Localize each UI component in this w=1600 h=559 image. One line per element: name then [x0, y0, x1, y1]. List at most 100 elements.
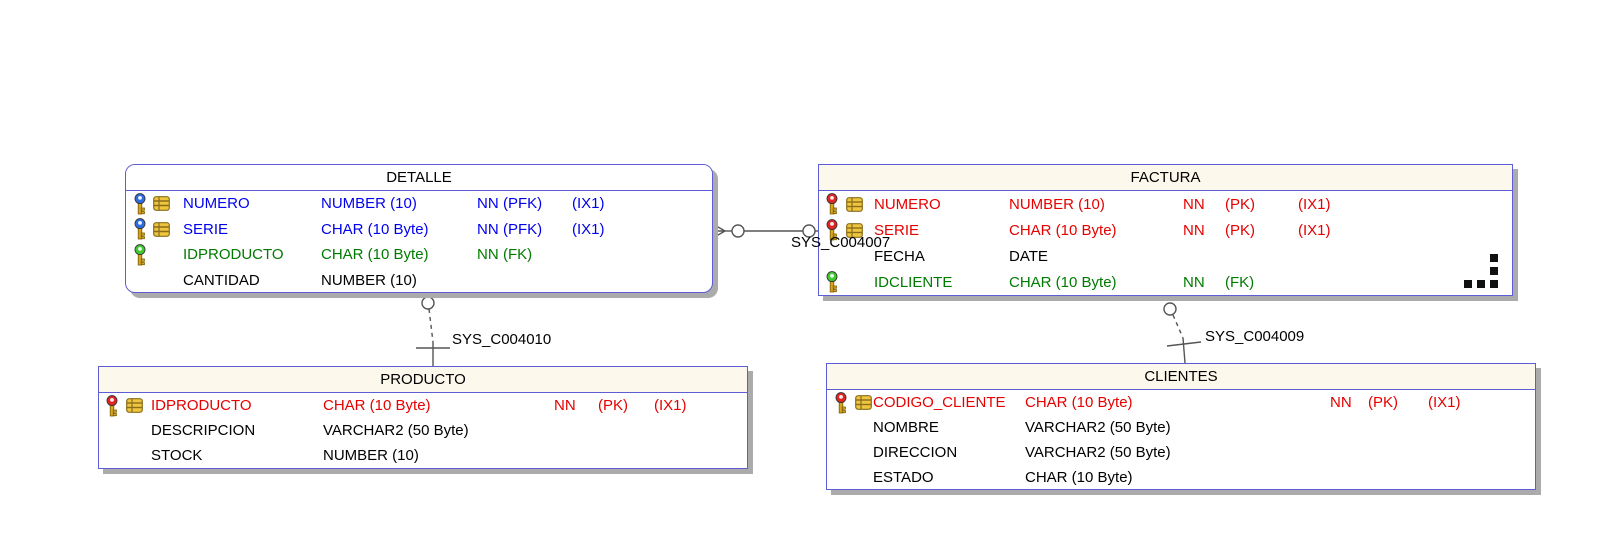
key-flag: (PK): [1225, 221, 1255, 239]
column-row-idproducto[interactable]: IDPRODUCTO CHAR (10 Byte) NN (PK) (IX1): [99, 393, 747, 418]
relationship-label-sys-c004007[interactable]: SYS_C004007: [791, 234, 891, 251]
entity-title-factura: FACTURA: [819, 165, 1512, 191]
column-name: DESCRIPCION: [151, 422, 256, 439]
column-type: VARCHAR2 (50 Byte): [1025, 444, 1171, 461]
table-grid-icon: [855, 390, 872, 415]
column-name: IDPRODUCTO: [183, 246, 284, 264]
key-icon: [825, 217, 839, 243]
key-flag: (PK): [1368, 394, 1398, 411]
relationship-sys-c004007[interactable]: [710, 222, 818, 240]
key-icon: [133, 217, 147, 243]
nn-flag: NN: [477, 220, 499, 238]
column-type: CHAR (10 Byte): [321, 246, 429, 264]
bar-chart-icon: [1463, 253, 1500, 289]
key-flag: (PFK): [503, 195, 543, 213]
column-type: CHAR (10 Byte): [1009, 221, 1117, 239]
entity-clientes[interactable]: CLIENTES CODIGO_CLIENTE CHAR (10 Byte) NN (…: [826, 363, 1536, 490]
column-name: ESTADO: [873, 469, 934, 486]
index-flag: (IX1): [654, 397, 687, 414]
index-flag: (IX1): [1428, 394, 1461, 411]
optional-circle: [1163, 302, 1177, 316]
relationship-label-sys-c004010[interactable]: SYS_C004010: [452, 331, 552, 348]
index-flag: (IX1): [572, 220, 605, 238]
column-row-serie[interactable]: SERIE CHAR (10 Byte) NN(PFK) (IX1): [126, 217, 712, 243]
entity-title-detalle: DETALLE: [126, 165, 712, 191]
column-name: SERIE: [874, 221, 920, 239]
column-type: NUMBER (10): [321, 195, 417, 213]
column-name: NUMERO: [874, 195, 941, 213]
entity-columns-producto: IDPRODUCTO CHAR (10 Byte) NN (PK) (IX1) DESCR…: [99, 393, 747, 468]
column-name: IDPRODUCTO: [151, 397, 252, 414]
column-row-cantidad[interactable]: CANTIDAD NUMBER (10): [126, 268, 712, 293]
nn-flag: NN: [1330, 394, 1352, 411]
column-name: DIRECCION: [873, 444, 958, 461]
key-flag: (FK): [1225, 273, 1255, 291]
column-type: VARCHAR2 (50 Byte): [1025, 419, 1171, 436]
nn-flag: NN: [477, 195, 499, 213]
nn-flag: NN: [554, 397, 576, 414]
table-grid-icon: [153, 217, 170, 243]
crowfoot-many-end: [710, 222, 726, 240]
relationship-label-sys-c004009[interactable]: SYS_C004009: [1205, 328, 1305, 345]
column-type: NUMBER (10): [1009, 195, 1105, 213]
index-flag: (IX1): [1298, 195, 1331, 213]
column-row-idcliente[interactable]: IDCLIENTE CHAR (10 Byte) NN (FK): [819, 269, 1512, 295]
table-grid-icon: [846, 217, 863, 243]
column-row-direccion[interactable]: DIRECCION VARCHAR2 (50 Byte): [827, 440, 1535, 465]
key-icon: [834, 390, 848, 415]
key-icon: [105, 393, 119, 418]
optional-circle: [731, 224, 745, 238]
column-type: NUMBER (10): [321, 271, 417, 289]
key-flag: (PFK): [503, 220, 543, 238]
column-name: FECHA: [874, 247, 925, 265]
entity-columns-clientes: CODIGO_CLIENTE CHAR (10 Byte) NN (PK) (IX1) N…: [827, 390, 1535, 489]
column-name: SERIE: [183, 220, 229, 238]
column-name: STOCK: [151, 447, 203, 464]
relationship-sys-c004009[interactable]: [1163, 302, 1202, 364]
column-type: DATE: [1009, 247, 1048, 265]
column-name: CODIGO_CLIENTE: [873, 394, 1006, 411]
column-type: VARCHAR2 (50 Byte): [323, 422, 469, 439]
table-grid-icon: [126, 393, 143, 418]
key-icon: [825, 269, 839, 295]
optional-circle: [421, 296, 435, 310]
entity-title-producto: PRODUCTO: [99, 367, 747, 393]
column-name: CANTIDAD: [183, 271, 260, 289]
entity-columns-factura: NUMERO NUMBER (10) NN (PK) (IX1) SERIE CHAR (1…: [819, 191, 1512, 295]
column-type: CHAR (10 Byte): [1025, 394, 1133, 411]
key-flag: (PK): [1225, 195, 1255, 213]
column-row-descripcion[interactable]: DESCRIPCION VARCHAR2 (50 Byte): [99, 418, 747, 443]
entity-title-clientes: CLIENTES: [827, 364, 1535, 390]
column-type: CHAR (10 Byte): [1025, 469, 1133, 486]
column-row-serie[interactable]: SERIE CHAR (10 Byte) NN (PK) (IX1): [819, 217, 1512, 243]
column-type: CHAR (10 Byte): [323, 397, 431, 414]
column-name: IDCLIENTE: [874, 273, 953, 291]
nn-flag: NN: [1183, 195, 1205, 213]
column-row-numero[interactable]: NUMERO NUMBER (10) NN (PK) (IX1): [819, 191, 1512, 217]
one-tick: [1166, 341, 1202, 347]
relationship-sys-c004010[interactable]: [416, 296, 450, 366]
column-type: CHAR (10 Byte): [1009, 273, 1117, 291]
key-icon: [825, 191, 839, 217]
entity-producto[interactable]: PRODUCTO IDPRODUCTO CHAR (10 Byte) NN (PK) (…: [98, 366, 748, 469]
column-row-codigo_cliente[interactable]: CODIGO_CLIENTE CHAR (10 Byte) NN (PK) (IX1): [827, 390, 1535, 415]
column-row-fecha[interactable]: FECHA DATE: [819, 243, 1512, 269]
index-flag: (IX1): [1298, 221, 1331, 239]
nn-flag: NN: [1183, 273, 1205, 291]
table-grid-icon: [153, 191, 170, 217]
column-row-estado[interactable]: ESTADO CHAR (10 Byte): [827, 465, 1535, 489]
nn-flag: NN: [1183, 221, 1205, 239]
column-type: CHAR (10 Byte): [321, 220, 429, 238]
key-icon: [133, 191, 147, 217]
nn-flag: NN: [477, 246, 499, 264]
key-flag: (PK): [598, 397, 628, 414]
